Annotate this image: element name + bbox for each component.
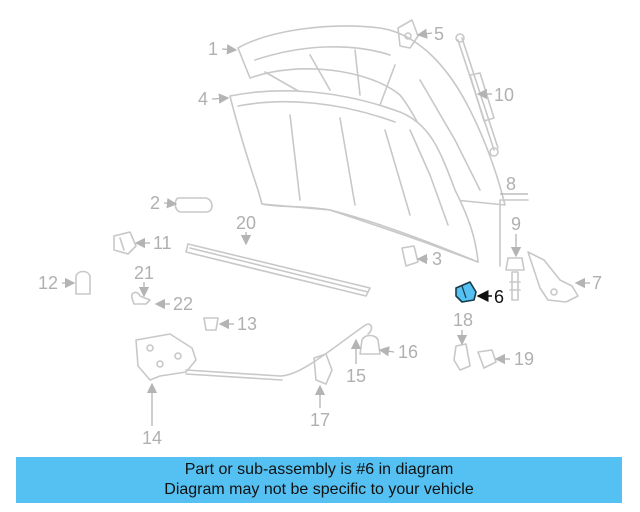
callout-17[interactable]: 17: [310, 410, 330, 430]
callout-3[interactable]: 3: [432, 249, 442, 269]
hinge-bracket: [397, 19, 419, 49]
callout-10[interactable]: 10: [494, 85, 514, 105]
plug: [75, 270, 91, 295]
callout-6[interactable]: 6: [494, 287, 504, 307]
callout-9[interactable]: 9: [511, 214, 521, 234]
fastener: [477, 349, 497, 369]
hinge-assembly: [135, 333, 197, 381]
bumper-stop: [113, 231, 137, 255]
callout-8[interactable]: 8: [506, 174, 516, 194]
emblem: [174, 197, 213, 213]
callout-7[interactable]: 7: [592, 273, 602, 293]
banner-line-2: Diagram may not be specific to your vehi…: [164, 481, 474, 498]
callout-16[interactable]: 16: [398, 342, 418, 362]
weatherstrip: [185, 243, 371, 297]
grommet: [203, 317, 219, 331]
highlighted-part-6: [455, 281, 477, 303]
callout-4[interactable]: 4: [198, 89, 208, 109]
callout-15[interactable]: 15: [346, 366, 366, 386]
callout-2[interactable]: 2: [150, 193, 160, 213]
callout-5[interactable]: 5: [434, 24, 444, 44]
hood-latch: [527, 251, 579, 303]
callout-14[interactable]: 14: [142, 428, 162, 448]
callout-11[interactable]: 11: [153, 233, 172, 253]
callout-labels: 1 4 5 10 2 20 11 12 21 22 13 3 8 9 7 6 1…: [38, 24, 602, 448]
hood-outer-panel: [229, 90, 479, 263]
callout-1[interactable]: 1: [208, 39, 218, 59]
callout-19[interactable]: 19: [514, 349, 534, 369]
cable-clip: [313, 353, 333, 385]
release-cable: [185, 323, 373, 381]
callout-13[interactable]: 13: [237, 314, 257, 334]
bolt-assembly: [499, 199, 529, 301]
latch-bracket: [453, 343, 471, 371]
release-knob: [359, 334, 381, 355]
callout-21[interactable]: 21: [134, 263, 154, 283]
leader-lines: [62, 28, 590, 426]
banner-line-1: Part or sub-assembly is #6 in diagram: [184, 461, 454, 478]
callout-20[interactable]: 20: [236, 213, 256, 233]
retainer: [401, 245, 419, 267]
hood-inner-panel: [237, 25, 506, 206]
info-banner: Part or sub-assembly is #6 in diagram Di…: [16, 457, 622, 503]
callout-18[interactable]: 18: [453, 310, 473, 330]
clip: [130, 291, 151, 305]
callout-22[interactable]: 22: [173, 294, 193, 314]
callout-12[interactable]: 12: [38, 273, 58, 293]
